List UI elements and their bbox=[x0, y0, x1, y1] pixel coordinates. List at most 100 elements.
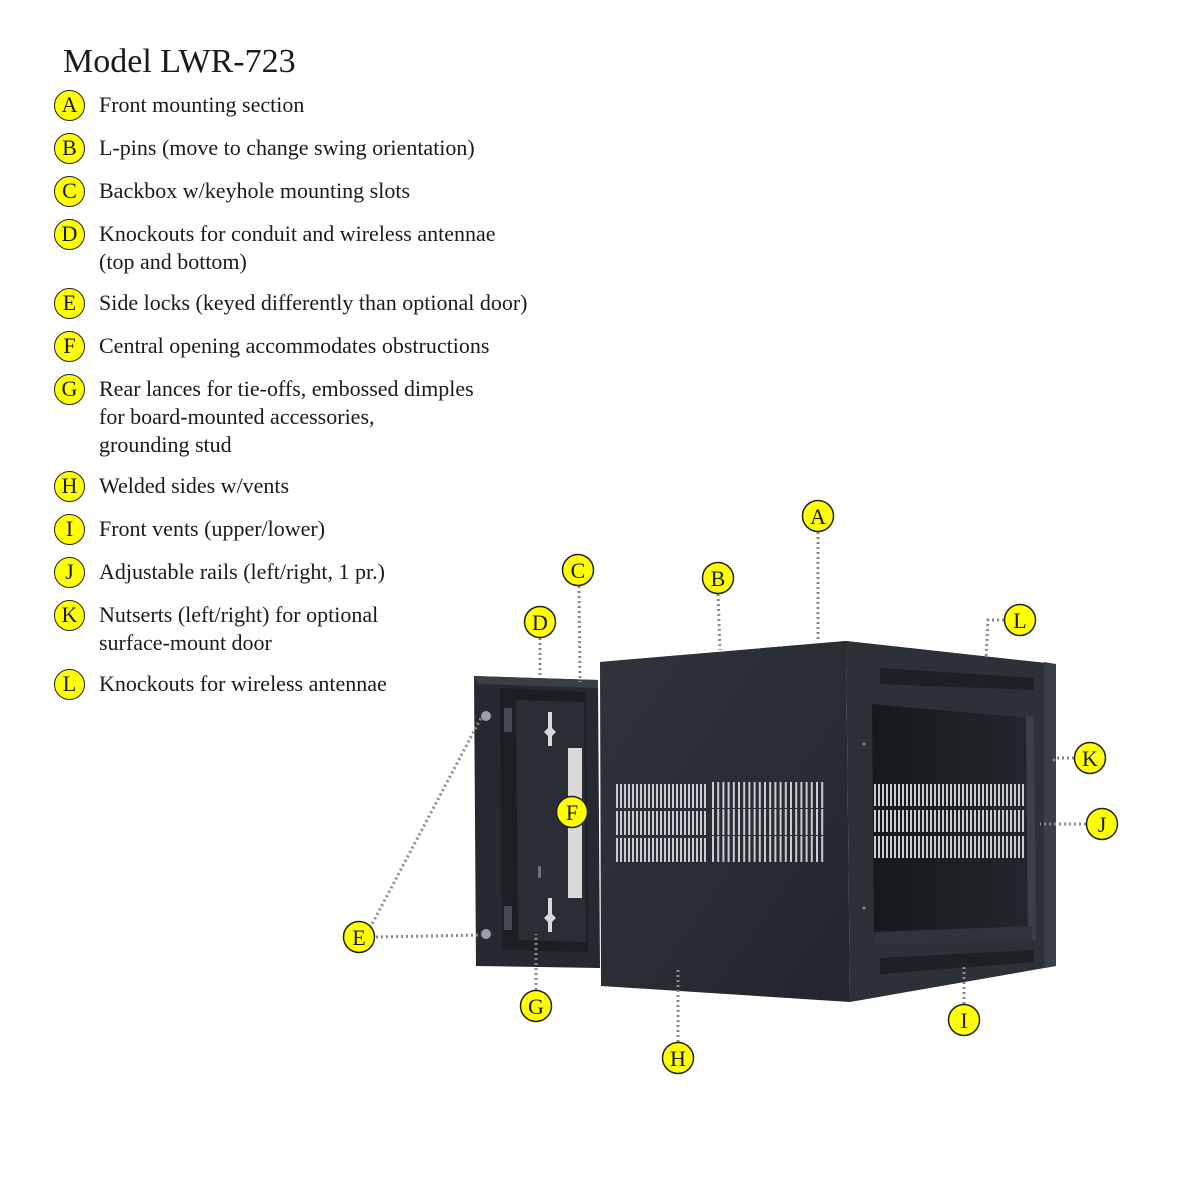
vent-slot bbox=[688, 838, 690, 862]
legend-line: Side locks (keyed differently than optio… bbox=[99, 290, 528, 315]
vent-slot bbox=[692, 784, 694, 808]
vent-slot bbox=[982, 784, 984, 806]
vent-slot bbox=[712, 809, 714, 835]
vent-slot bbox=[680, 811, 682, 835]
vent-slot bbox=[692, 838, 694, 862]
side-vents bbox=[616, 782, 824, 862]
vent-slot bbox=[672, 838, 674, 862]
legend-text: Knockouts for wireless antennae bbox=[99, 669, 387, 698]
legend-line: Knockouts for conduit and wireless anten… bbox=[99, 221, 496, 246]
vent-slot bbox=[660, 784, 662, 808]
vent-slot bbox=[652, 838, 654, 862]
vent-slot bbox=[934, 784, 936, 806]
legend-text: Front vents (upper/lower) bbox=[99, 514, 325, 543]
vent-slot bbox=[784, 836, 787, 862]
vent-slot bbox=[620, 838, 622, 862]
front-mounting-section bbox=[600, 641, 1056, 1002]
svg-text:E: E bbox=[352, 925, 365, 950]
vent-slot bbox=[890, 784, 892, 806]
vent-slot bbox=[688, 811, 690, 835]
callout-l: L bbox=[1003, 603, 1037, 637]
vent-slot bbox=[810, 836, 813, 862]
vent-slot bbox=[942, 836, 944, 858]
backbox bbox=[474, 676, 600, 968]
svg-text:C: C bbox=[571, 558, 586, 583]
vent-slot bbox=[652, 811, 654, 835]
legend-text: Welded sides w/vents bbox=[99, 471, 289, 500]
vent-slot bbox=[616, 838, 618, 862]
vent-slot bbox=[672, 811, 674, 835]
vent-slot bbox=[926, 810, 928, 832]
leader-c bbox=[577, 585, 582, 683]
vent-slot bbox=[616, 811, 618, 835]
vent-slot bbox=[722, 836, 725, 862]
legend-line: Backbox w/keyhole mounting slots bbox=[99, 178, 411, 203]
vent-slot bbox=[748, 782, 751, 808]
vent-slot bbox=[717, 782, 720, 808]
legend-item-l: L Knockouts for wireless antennae bbox=[54, 669, 614, 700]
vent-slot bbox=[656, 838, 658, 862]
vent-slot bbox=[1010, 784, 1012, 806]
vent-slot bbox=[974, 784, 976, 806]
vent-slot bbox=[692, 811, 694, 835]
legend-badge: L bbox=[54, 669, 85, 700]
vent-slot bbox=[878, 810, 880, 832]
vent-slot bbox=[990, 836, 992, 858]
legend-line: (top and bottom) bbox=[99, 249, 247, 274]
vent-slot bbox=[1002, 810, 1004, 832]
vent-slot bbox=[640, 838, 642, 862]
vent-slot bbox=[938, 836, 940, 858]
front-vent-upper bbox=[880, 668, 1034, 690]
svg-text:F: F bbox=[566, 800, 578, 825]
vent-slot bbox=[898, 784, 900, 806]
lance bbox=[504, 708, 512, 732]
vent-slot bbox=[805, 809, 808, 835]
callout-k: K bbox=[1073, 741, 1107, 775]
vent-slot bbox=[790, 809, 792, 835]
vent-slot bbox=[970, 784, 972, 806]
vent-slot bbox=[878, 784, 880, 806]
legend-line: Knockouts for wireless antennae bbox=[99, 671, 387, 696]
vent-slot bbox=[800, 782, 803, 808]
vent-slot bbox=[962, 784, 964, 806]
legend-line: Adjustable rails (left/right, 1 pr.) bbox=[99, 559, 385, 584]
vent-slot bbox=[753, 782, 756, 808]
vent-slot bbox=[910, 784, 912, 806]
vent-slot bbox=[727, 836, 730, 862]
vent-slot bbox=[636, 838, 638, 862]
vent-slot bbox=[696, 811, 698, 835]
vent-slot bbox=[962, 810, 964, 832]
vent-slot bbox=[640, 811, 642, 835]
legend-line: for board-mounted accessories, bbox=[99, 404, 375, 429]
vent-slot bbox=[1006, 784, 1008, 806]
vent-slot bbox=[722, 809, 725, 835]
vent-slot bbox=[712, 782, 714, 808]
vent-slot bbox=[1018, 784, 1020, 806]
vent-slot bbox=[743, 809, 746, 835]
vent-slot bbox=[774, 836, 777, 862]
keyhole-slot-bottom bbox=[544, 898, 556, 932]
vent-slot bbox=[758, 836, 761, 862]
vent-slot bbox=[894, 836, 896, 858]
vent-slot bbox=[1006, 836, 1008, 858]
vent-slot bbox=[966, 836, 968, 858]
callout-f: F bbox=[555, 795, 589, 829]
vent-slot bbox=[821, 782, 824, 808]
vent-slot bbox=[790, 836, 792, 862]
legend-text: Backbox w/keyhole mounting slots bbox=[99, 176, 410, 205]
vent-slot bbox=[1002, 784, 1004, 806]
vent-slot bbox=[810, 809, 813, 835]
vent-slot bbox=[882, 836, 884, 858]
vent-slot bbox=[816, 809, 818, 835]
legend-line: grounding stud bbox=[99, 432, 232, 457]
vent-slot bbox=[874, 784, 876, 806]
front-vent-lower bbox=[880, 950, 1034, 974]
vent-slot bbox=[890, 836, 892, 858]
vent-slot bbox=[874, 810, 876, 832]
vent-slot bbox=[1014, 784, 1016, 806]
vent-slot bbox=[966, 784, 968, 806]
vent-slot bbox=[664, 838, 666, 862]
vent-slot bbox=[878, 836, 880, 858]
